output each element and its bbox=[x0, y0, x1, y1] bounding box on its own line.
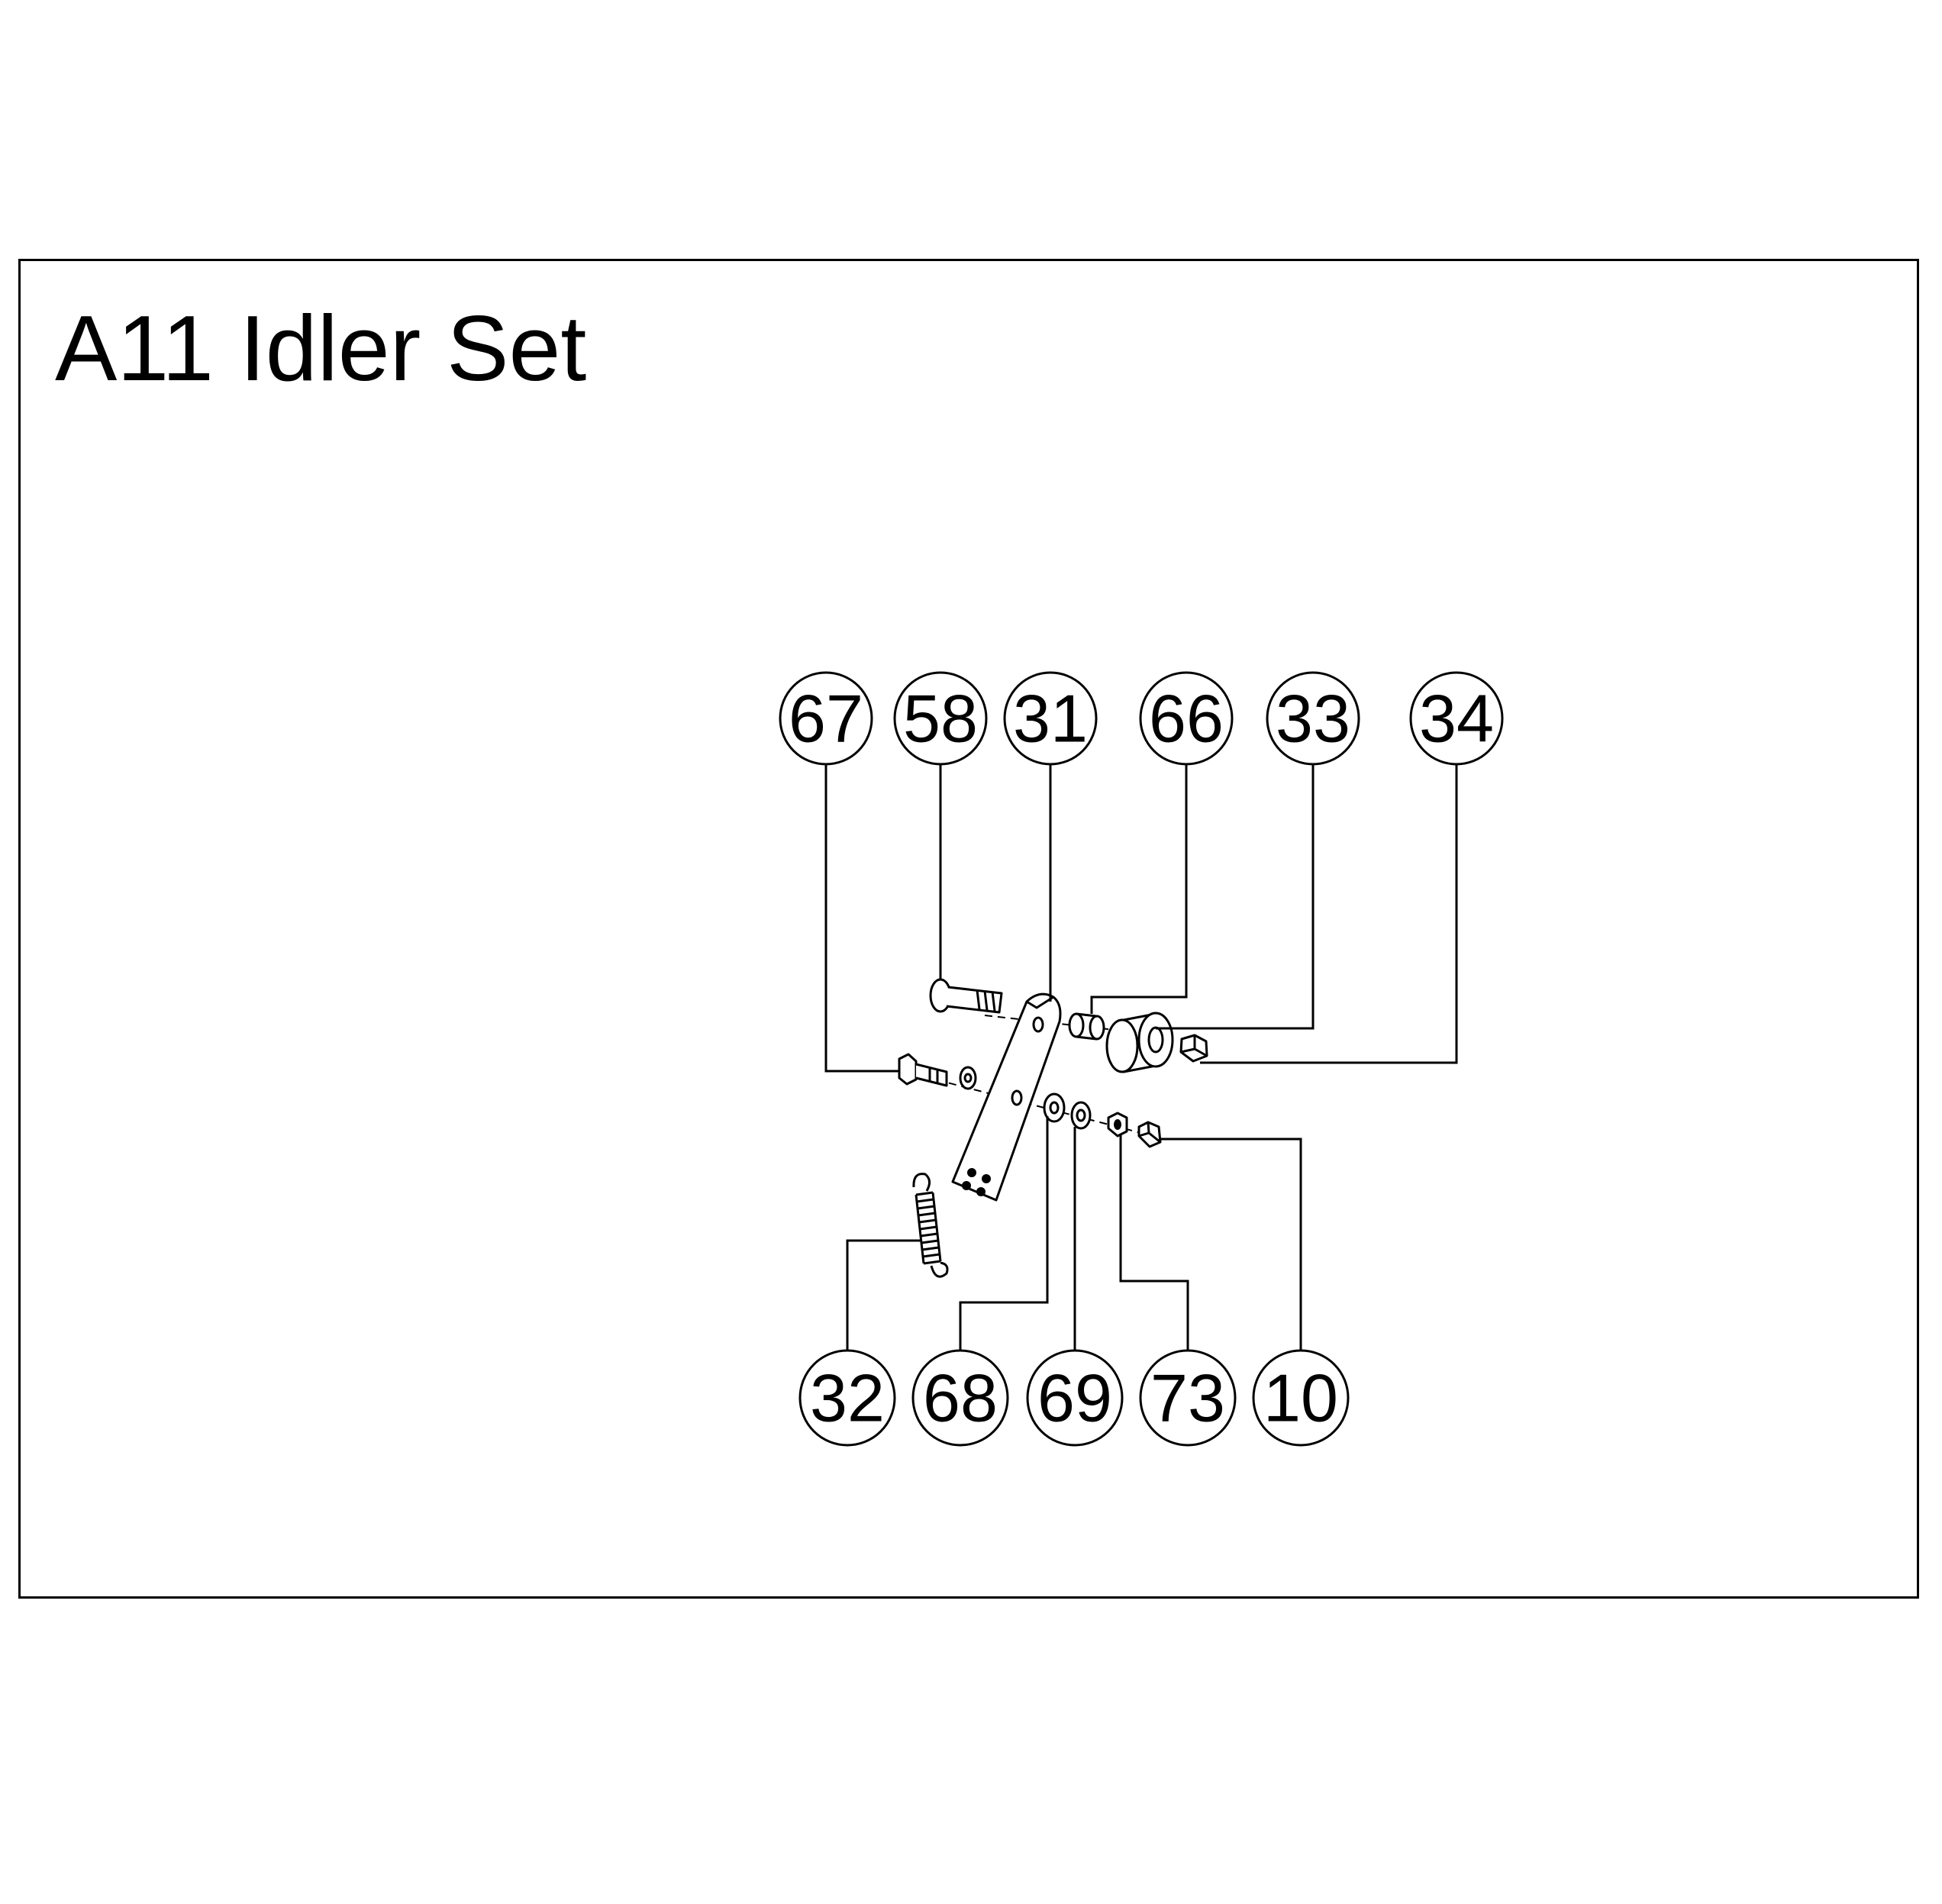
svg-text:58: 58 bbox=[903, 681, 978, 757]
leader-10 bbox=[1159, 1138, 1302, 1351]
washer-left-hole bbox=[963, 1073, 973, 1083]
washer-69-hole bbox=[1076, 1109, 1086, 1122]
svg-text:66: 66 bbox=[1149, 681, 1224, 757]
callout-68: 68 bbox=[911, 1349, 1009, 1447]
svg-text:68: 68 bbox=[923, 1360, 998, 1436]
callout-67: 67 bbox=[779, 671, 873, 766]
callout-69: 69 bbox=[1026, 1349, 1124, 1447]
svg-text:67: 67 bbox=[789, 681, 863, 757]
svg-text:69: 69 bbox=[1037, 1360, 1112, 1436]
svg-text:33: 33 bbox=[1276, 681, 1350, 757]
nut-34 bbox=[1179, 1034, 1208, 1063]
leader-33 bbox=[1156, 764, 1315, 1030]
drawing-frame bbox=[18, 259, 1919, 1599]
extension-spring-32 bbox=[912, 1173, 949, 1278]
leader-68 bbox=[959, 1116, 1049, 1351]
svg-text:34: 34 bbox=[1419, 681, 1494, 757]
callout-34: 34 bbox=[1409, 671, 1504, 766]
lock-nut-10 bbox=[1137, 1121, 1162, 1148]
idler-pulley-33 bbox=[1105, 1012, 1174, 1073]
idler-arm-bracket bbox=[951, 992, 1062, 1202]
leader-66 bbox=[1090, 764, 1188, 1014]
svg-text:10: 10 bbox=[1263, 1360, 1338, 1436]
callout-33: 33 bbox=[1266, 671, 1360, 766]
leader-73 bbox=[1119, 1134, 1189, 1351]
svg-text:32: 32 bbox=[810, 1360, 885, 1436]
callout-32: 32 bbox=[798, 1349, 896, 1447]
washer-68-hole bbox=[1049, 1101, 1060, 1115]
svg-text:31: 31 bbox=[1013, 681, 1088, 757]
leader-67 bbox=[824, 764, 899, 1073]
callout-31: 31 bbox=[1003, 671, 1098, 766]
hex-bolt-67 bbox=[898, 1053, 948, 1087]
callout-73: 73 bbox=[1139, 1349, 1237, 1447]
callout-58: 58 bbox=[893, 671, 988, 766]
nut-73 bbox=[1107, 1112, 1128, 1138]
page-title: A11 Idler Set bbox=[55, 296, 587, 400]
bolt-58 bbox=[929, 978, 1003, 1014]
callout-66: 66 bbox=[1139, 671, 1234, 766]
leader-32 bbox=[846, 1239, 921, 1351]
callout-10: 10 bbox=[1252, 1349, 1350, 1447]
bushing-66 bbox=[1068, 1012, 1105, 1041]
leader-34 bbox=[1200, 764, 1458, 1064]
svg-text:73: 73 bbox=[1150, 1360, 1225, 1436]
